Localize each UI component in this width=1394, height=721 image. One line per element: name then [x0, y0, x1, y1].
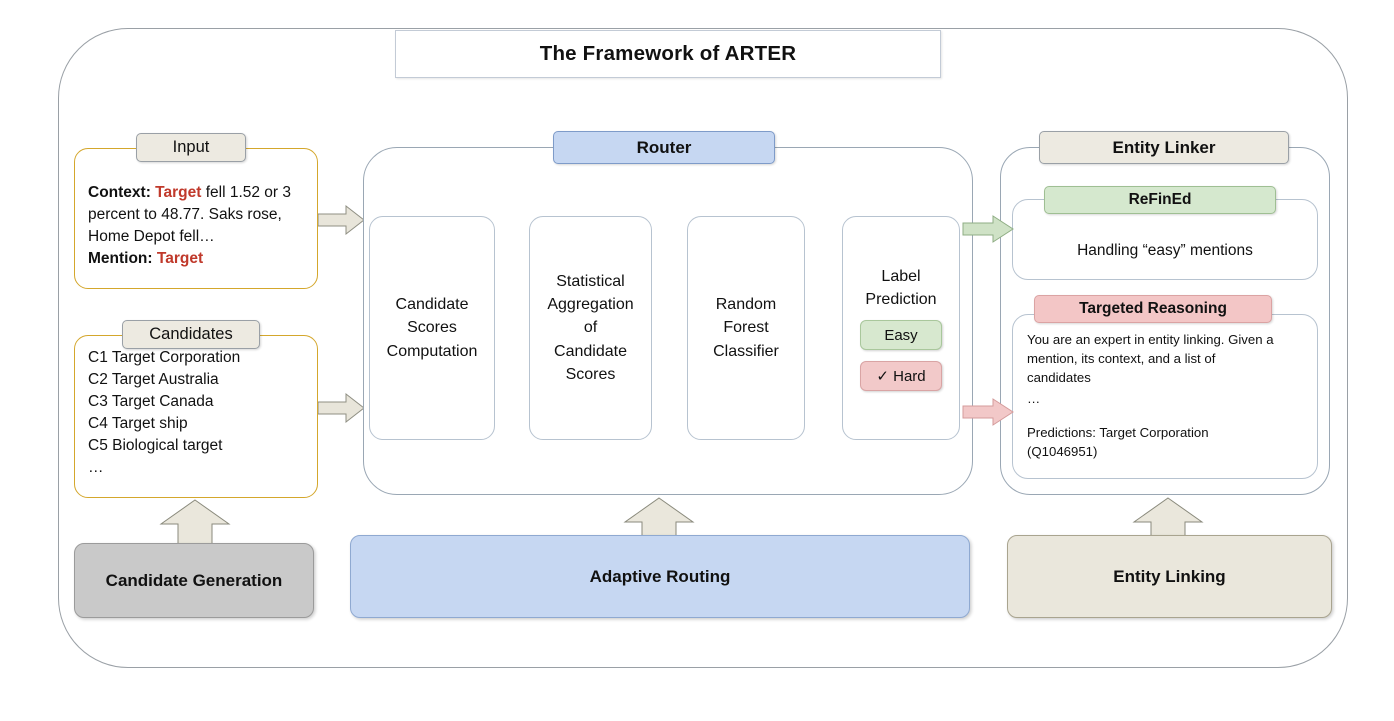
stage-line: Prediction: [865, 291, 937, 309]
input-context-text: Context: Target fell 1.52 or 3 percent t…: [88, 182, 308, 270]
context-rest-1: fell 1.52 or 3: [201, 184, 292, 201]
list-item: …: [88, 459, 104, 476]
candidates-panel-caption: Candidates: [122, 320, 260, 349]
targeted-reasoning-body: You are an expert in entity linking. Giv…: [1027, 330, 1317, 461]
prediction-line: (Q1046951): [1027, 443, 1098, 459]
candidates-caption-text: Candidates: [149, 325, 233, 343]
targeted-reasoning-caption-text: Targeted Reasoning: [1079, 300, 1227, 317]
list-item: C5 Biological target: [88, 437, 223, 454]
prompt-line: candidates: [1027, 370, 1091, 386]
input-panel-caption: Input: [136, 133, 246, 162]
router-stage-candidate-scores: Candidate Scores Computation: [369, 216, 495, 440]
context-mention-highlight: Target: [155, 184, 202, 201]
mention-value: Target: [156, 250, 204, 267]
stage-line: Computation: [386, 342, 478, 360]
list-item: C4 Target ship: [88, 415, 188, 432]
mention-label: Mention:: [88, 250, 153, 267]
label-badge-hard-text: ✓ Hard: [876, 368, 926, 385]
refined-body-text: Handling “easy” mentions: [1077, 241, 1253, 259]
entity-linker-caption: Entity Linker: [1039, 131, 1289, 164]
page-title-text: The Framework of ARTER: [539, 42, 797, 65]
banner-candidate-generation-text: Candidate Generation: [105, 570, 283, 590]
input-caption-text: Input: [172, 138, 210, 156]
context-line-3: Home Depot fell…: [88, 228, 215, 245]
arrow-easy-path-to-refined: [962, 215, 1014, 243]
page-title: The Framework of ARTER: [395, 30, 941, 78]
banner-adaptive-routing-text: Adaptive Routing: [589, 566, 731, 586]
context-line-2: percent to 48.77. Saks rose,: [88, 206, 282, 223]
refined-caption-text: ReFinEd: [1128, 191, 1192, 208]
arrow-input-to-router: [317, 204, 365, 236]
label-badge-easy-text: Easy: [884, 326, 918, 344]
prompt-line: mention, its context, and a list of: [1027, 351, 1216, 367]
targeted-reasoning-caption: Targeted Reasoning: [1034, 295, 1272, 323]
stage-line: Random: [715, 296, 777, 314]
stage-line: Classifier: [713, 342, 779, 360]
candidates-list: C1 Target Corporation C2 Target Australi…: [88, 347, 314, 479]
router-stage-random-forest: Random Forest Classifier: [687, 216, 805, 440]
prediction-line: Predictions: Target Corporation: [1027, 424, 1209, 440]
arrow-up-candidate-generation: [159, 499, 231, 545]
entity-linker-caption-text: Entity Linker: [1112, 137, 1216, 157]
stage-line: Candidate: [395, 296, 469, 314]
label-badge-hard[interactable]: ✓ Hard: [860, 361, 942, 391]
stage-line: Label: [881, 268, 921, 285]
banner-entity-linking: Entity Linking: [1007, 535, 1332, 618]
stage-line: Candidate: [554, 342, 627, 360]
banner-entity-linking-text: Entity Linking: [1113, 566, 1226, 586]
arrow-candidates-to-router: [317, 392, 365, 424]
list-item: C1 Target Corporation: [88, 349, 241, 366]
prompt-line: …: [1027, 391, 1041, 407]
stage-line: of: [583, 319, 598, 337]
router-caption-text: Router: [636, 137, 692, 157]
router-stage-statistical-aggregation: Statistical Aggregation of Candidate Sco…: [529, 216, 652, 440]
candidates-panel: [74, 335, 318, 498]
list-item: C2 Target Australia: [88, 371, 219, 388]
prompt-line: You are an expert in entity linking. Giv…: [1027, 332, 1274, 347]
list-item: C3 Target Canada: [88, 393, 214, 410]
outer-framework-border: [58, 28, 1348, 668]
stage-line: Scores: [565, 365, 616, 383]
stage-line: Statistical: [556, 273, 625, 291]
arrow-hard-path-to-targeted-reasoning: [962, 398, 1014, 426]
banner-candidate-generation: Candidate Generation: [74, 543, 314, 618]
stage-line: Forest: [723, 319, 769, 337]
label-badge-easy[interactable]: Easy: [860, 320, 942, 350]
stage-line: Scores: [407, 319, 457, 337]
router-panel-caption: Router: [553, 131, 775, 164]
targeted-reasoning-subpanel: [1012, 314, 1318, 479]
refined-caption: ReFinEd: [1044, 186, 1276, 214]
context-label: Context:: [88, 184, 151, 201]
banner-adaptive-routing: Adaptive Routing: [350, 535, 970, 618]
stage-line: Aggregation: [547, 296, 634, 314]
